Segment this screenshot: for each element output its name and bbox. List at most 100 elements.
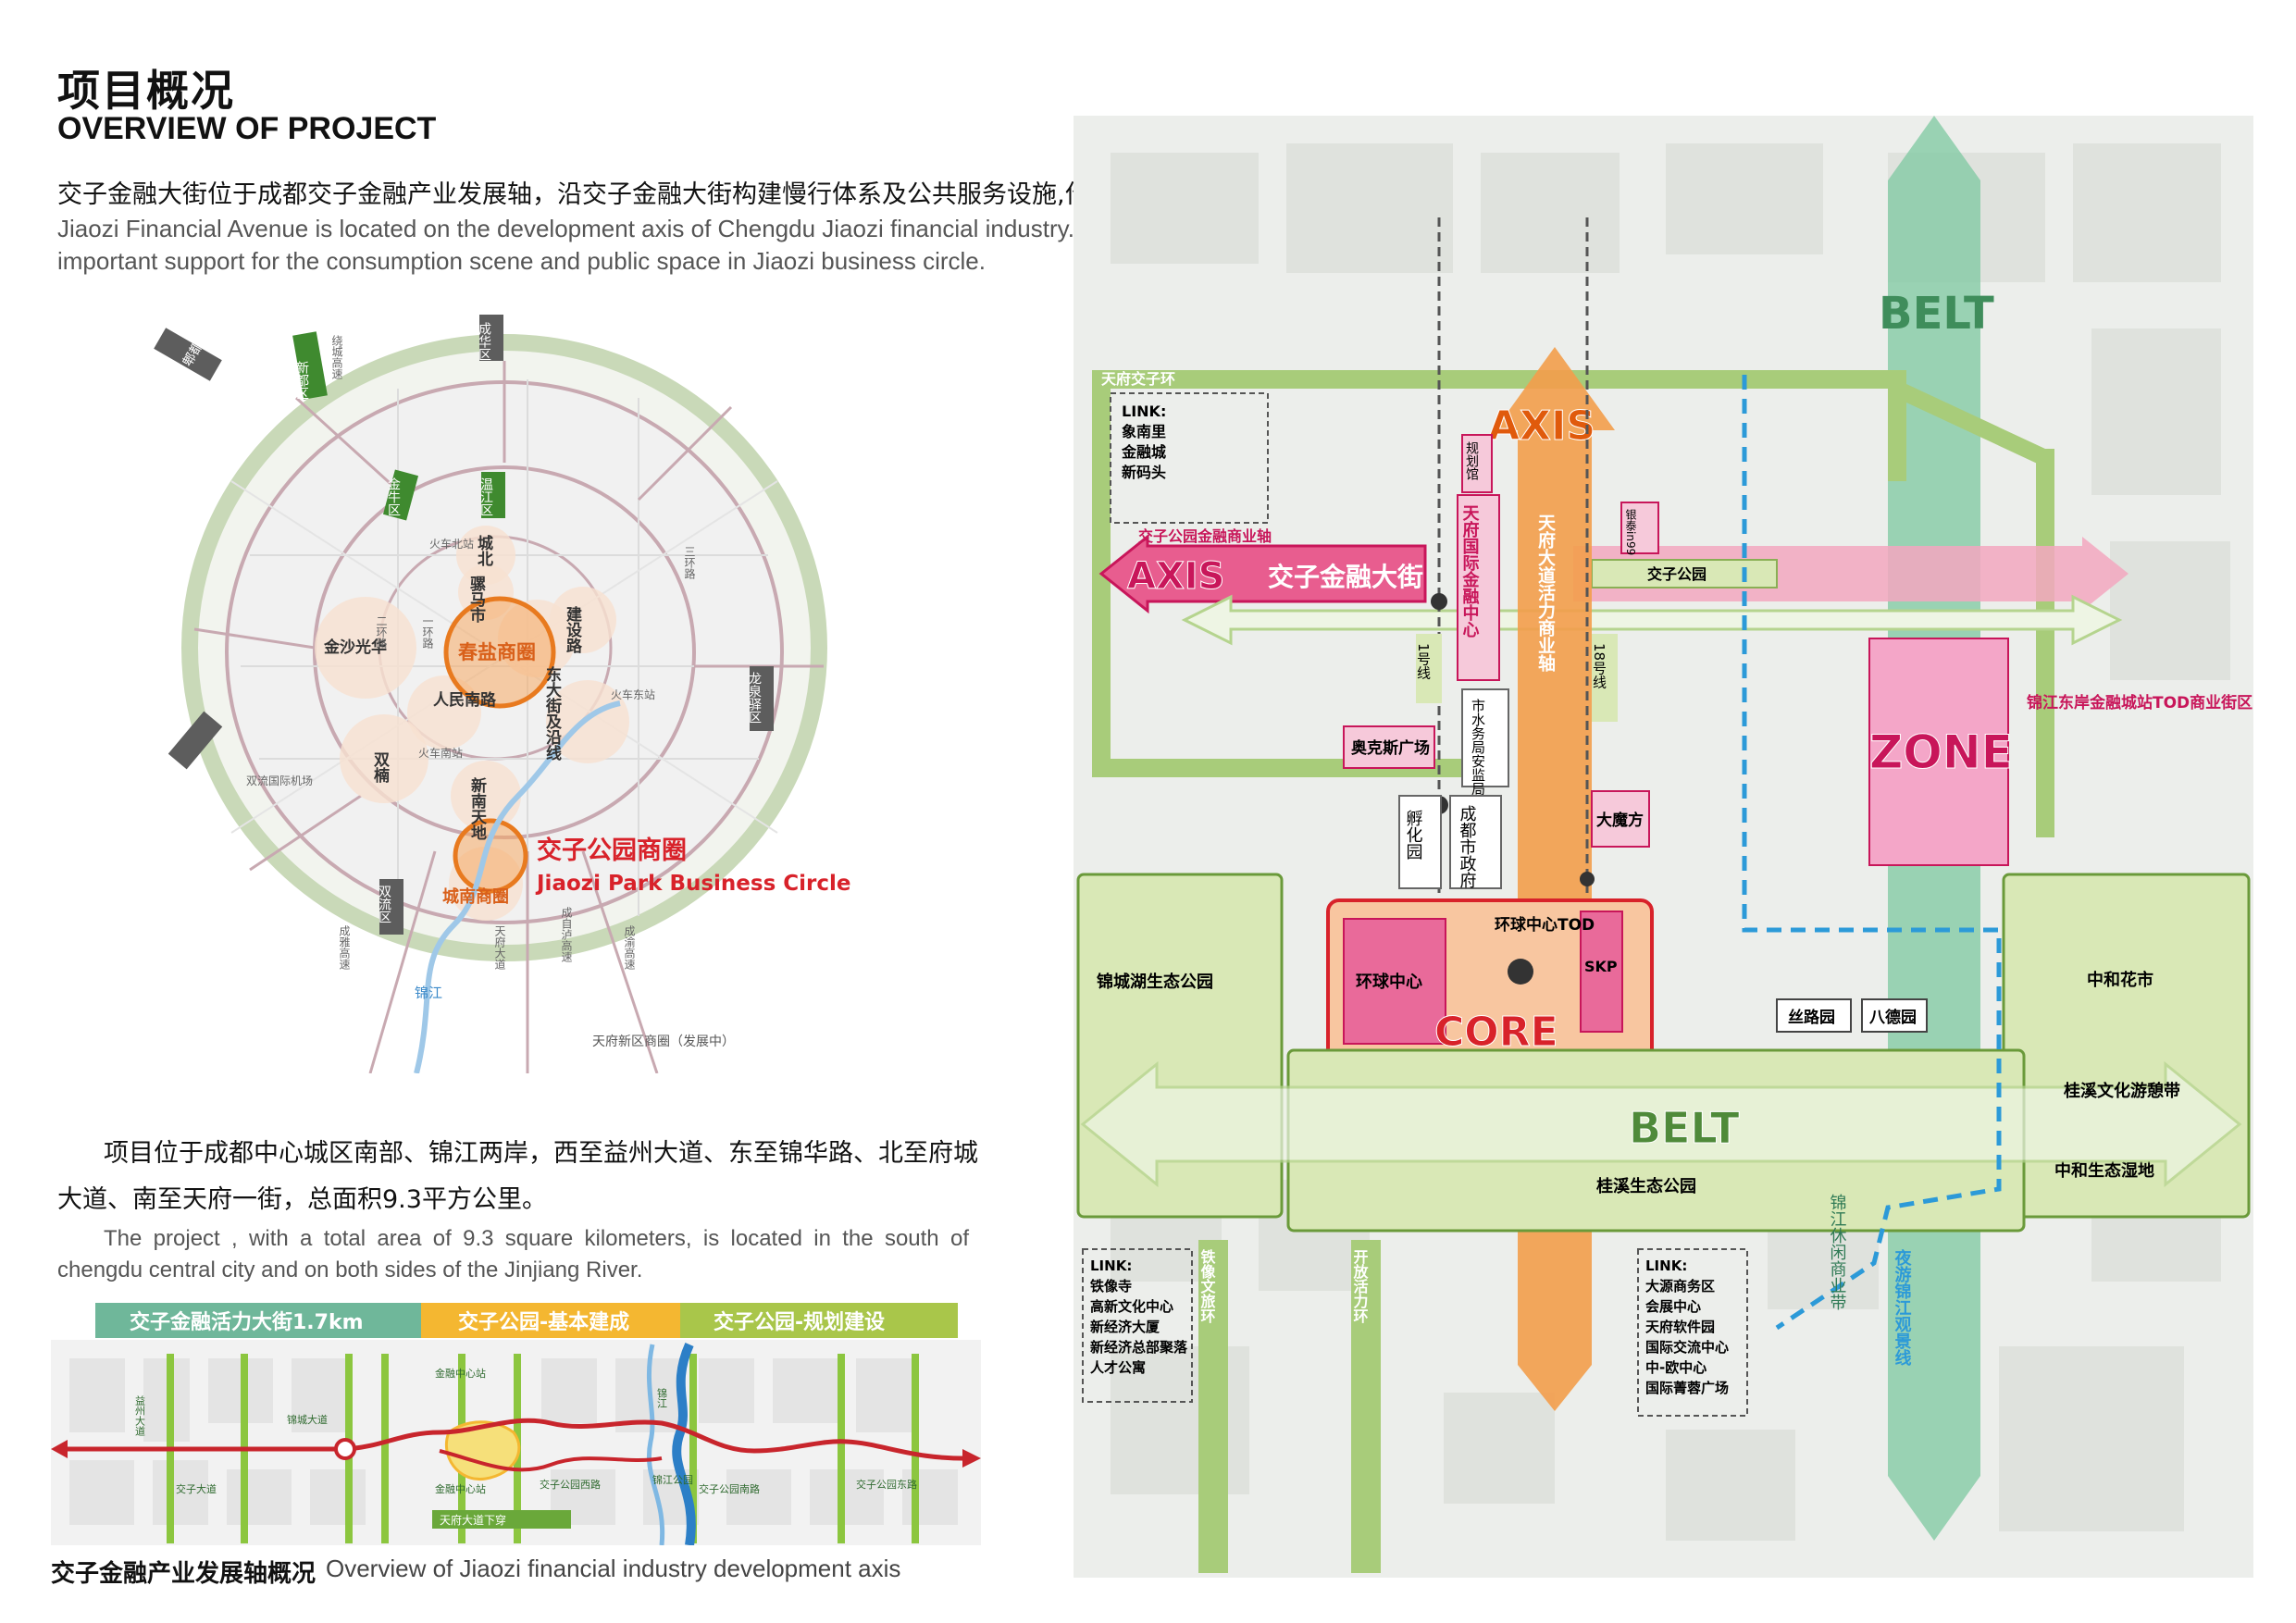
link2-title: LINK:: [1090, 1258, 1132, 1274]
jinjiang-river: [414, 700, 621, 1073]
label-tianfu-ave: 天府大道: [493, 925, 506, 970]
label-chunyan: 春盐商圈: [458, 641, 536, 663]
label-chengzi: 成自泸高速: [560, 907, 573, 962]
link2-item-5: 人才公寓: [1090, 1359, 1146, 1376]
label-ring1: 一环路: [421, 615, 434, 650]
zhonghe-flower: 中和花市: [2087, 970, 2153, 990]
damofang: 大魔方: [1596, 811, 1644, 830]
link1-item-3: 新码头: [1122, 464, 1166, 481]
strip-label-11: 天府大道下穿: [440, 1513, 506, 1527]
night-tour-label: 夜游锦江观景线: [1893, 1248, 1913, 1366]
label-train-north: 火车北站: [429, 537, 474, 551]
master-plan-diagram: BELT 天府交子环 LINK: 象南里 金融城 新码头 AXIS 交子金融大街…: [1074, 116, 2253, 1578]
guixi-park-label: 桂溪生态公园: [1595, 1176, 1696, 1196]
link3-item-3: 天府软件园: [1645, 1319, 1715, 1335]
strip-caption-english: Overview of Jiaozi financial industry de…: [326, 1555, 901, 1582]
tiexiang-ring: 铁像文旅环: [1198, 1248, 1216, 1324]
tianfu-center: 天府国际金融中心: [1460, 504, 1481, 638]
zhonghe-wetland: 中和生态湿地: [2054, 1160, 2154, 1181]
zone-label: ZONE: [1869, 725, 2013, 779]
guixi-belt: 桂溪文化游憩带: [2063, 1081, 2180, 1101]
skp: SKP: [1584, 958, 1618, 975]
label-ring-expy: 绕城高速: [330, 335, 343, 379]
belt-mid-label: BELT: [1629, 1103, 1740, 1153]
jiaozi-park-label: 交子公园: [1647, 565, 1706, 583]
strip-label-9: 金融中心站: [435, 1482, 486, 1495]
strip-header-2: [421, 1303, 680, 1338]
strip-label-5: 锦江: [656, 1387, 668, 1408]
olympic-plaza: 奥克斯广场: [1351, 738, 1430, 758]
label-chenghua: 成华区: [477, 322, 491, 361]
strip-label-3: 锦城大道: [287, 1413, 328, 1426]
label-chengbei: 城北: [474, 535, 493, 566]
label-chengyu: 成渝高速: [623, 925, 636, 970]
label-jinjiang: 锦江: [415, 985, 442, 1001]
strip-header-2-text: 交子公园-基本建成: [458, 1310, 629, 1334]
link2-item-3: 新经济大厦: [1090, 1319, 1160, 1335]
axis-strip-map: 交子金融活力大街1.7km 交子公园-基本建成 交子公园-规划建设 益州大道 交…: [51, 1303, 981, 1545]
label-jianshelu: 建设路: [563, 605, 582, 654]
label-train-east: 火车东站: [611, 688, 655, 701]
axis-left-cn: 交子金融大街: [1268, 562, 1423, 592]
core-label: CORE: [1434, 1009, 1558, 1056]
label-tianfu-new: 天府新区商圈（发展中）: [592, 1035, 735, 1049]
kaifang-ring: 开放活力环: [1351, 1249, 1370, 1324]
jinjiang-belt: 锦江休闲商业带: [1828, 1194, 1847, 1310]
link3-item-6: 国际菁蓉广场: [1645, 1380, 1729, 1396]
label-ring2: 二环路: [375, 615, 388, 650]
yintai: 银泰in99: [1624, 509, 1637, 556]
location-english: The project , with a total area of 9.3 s…: [57, 1226, 969, 1282]
label-jinsha: 金沙光华: [323, 638, 387, 657]
link3-item-4: 国际交流中心: [1645, 1339, 1729, 1356]
axis-right-arrow: [1573, 537, 2128, 611]
belt-top-label: BELT: [1879, 288, 1994, 340]
tianfu-ring-label: 天府交子环: [1101, 370, 1175, 388]
label-shuangliu: 双流区: [377, 885, 391, 923]
chunyan-circle: [446, 599, 553, 706]
strip-header-3: [680, 1303, 958, 1338]
water-bureau: 市水务局安监局: [1470, 699, 1486, 797]
axis-left-arrow: [1098, 533, 1427, 614]
zone-block: [1868, 638, 2009, 866]
label-luomashi: 骡马市: [466, 576, 486, 623]
axis-left-label: AXIS: [1127, 555, 1225, 598]
label-renmin-nanlu: 人民南路: [433, 690, 497, 710]
label-airport: 双流国际机场: [246, 774, 313, 787]
metro-18-label: 18号线: [1591, 643, 1607, 688]
strip-label-8: 交子公园东路: [856, 1478, 917, 1491]
link3-item-2: 会展中心: [1645, 1298, 1701, 1315]
label-wenjiang: 温江区: [478, 477, 493, 516]
jiaozi-park-circle: [455, 821, 526, 891]
label-train-south: 火车南站: [418, 746, 463, 760]
link3-item-5: 中-欧中心: [1645, 1359, 1706, 1376]
global-center: 环球中心: [1356, 972, 1422, 992]
label-jinniu: 金牛区: [386, 477, 401, 516]
link3-title: LINK:: [1645, 1258, 1687, 1274]
strip-header-1-text: 交子金融活力大街1.7km: [130, 1310, 364, 1334]
metro-1-label: 1号线: [1415, 643, 1432, 680]
label-dongdajie: 东大街及沿线: [542, 665, 563, 762]
label-longquan: 龙泉驿区: [747, 672, 762, 724]
link2-item-4: 新经济总部聚落: [1090, 1339, 1188, 1356]
city-gov: 成都市政府: [1458, 805, 1477, 889]
label-chengnan: 城南商圈: [442, 886, 509, 907]
bade-garden: 八德园: [1869, 1008, 1917, 1027]
planning-hall: 规划馆: [1464, 441, 1479, 480]
strip-label-4: 金融中心站: [435, 1367, 486, 1380]
link3-item-1: 大源商务区: [1645, 1278, 1715, 1295]
strip-axis-line: [56, 1418, 977, 1461]
strip-label-1: 益州大道: [134, 1394, 146, 1436]
silu-garden: 丝路园: [1788, 1008, 1835, 1027]
strip-label-6: 锦江公园: [652, 1473, 693, 1486]
tianfu-axis-label: 天府大道活力商业轴: [1535, 514, 1556, 672]
link1-item-2: 金融城: [1121, 443, 1166, 461]
axis-left-sub: 交子公园金融商业轴: [1138, 527, 1272, 545]
strip-header-1: [95, 1303, 465, 1338]
label-chengya: 成雅高速: [338, 925, 351, 970]
zone-desc-1: 锦江东岸金融城站TOD商业街区: [2027, 693, 2253, 712]
link2-item-2: 高新文化中心: [1090, 1298, 1173, 1315]
link1-title: LINK:: [1122, 403, 1166, 420]
jinchenghu-label: 锦城湖生态公园: [1097, 972, 1213, 992]
strip-label-10: 交子公园南路: [699, 1482, 760, 1495]
night-tour-line: [1742, 375, 2002, 1331]
